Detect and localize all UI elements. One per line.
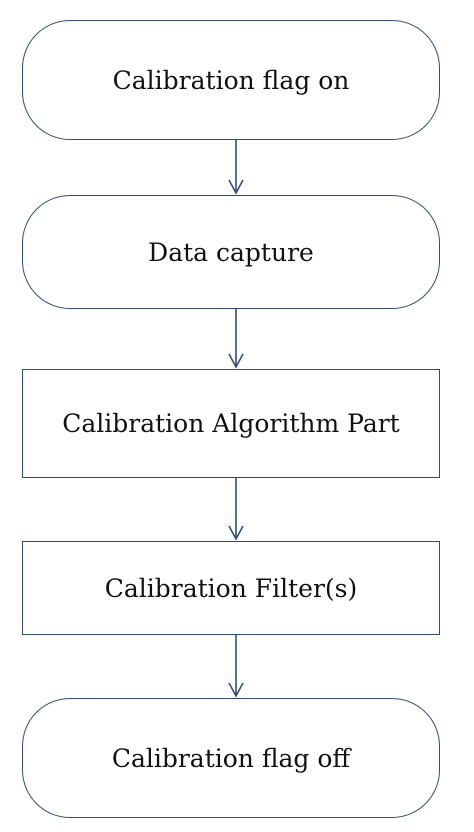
node-label: Calibration flag on: [112, 65, 350, 95]
node-calibration-filters: Calibration Filter(s): [22, 541, 440, 635]
arrow-head: [228, 353, 244, 369]
node-data-capture: Data capture: [22, 195, 440, 309]
node-label: Calibration flag off: [111, 743, 351, 773]
node-label: Data capture: [148, 237, 314, 267]
arrow-head: [228, 179, 244, 195]
arrow-n4-n5: [228, 635, 244, 698]
node-label: Calibration Algorithm Part: [62, 409, 400, 438]
arrow-head: [228, 682, 244, 698]
node-calibration-algorithm-part: Calibration Algorithm Part: [22, 369, 440, 478]
arrow-n2-n3: [228, 309, 244, 369]
node-calibration-flag-on: Calibration flag on: [22, 20, 440, 140]
arrow-n1-n2: [228, 140, 244, 195]
arrow-head: [228, 525, 244, 541]
node-calibration-flag-off: Calibration flag off: [22, 698, 440, 818]
node-label: Calibration Filter(s): [104, 573, 358, 603]
arrow-n3-n4: [228, 478, 244, 541]
